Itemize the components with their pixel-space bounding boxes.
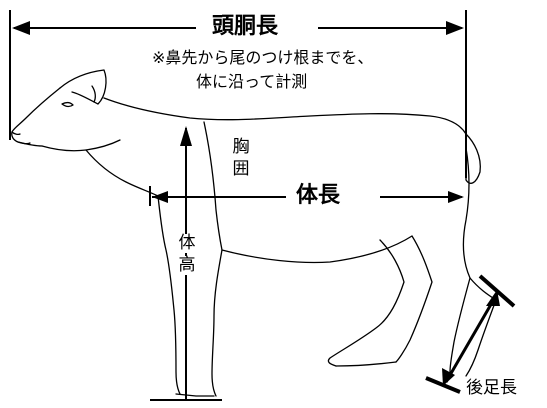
body-length-label: 体長 bbox=[292, 185, 345, 207]
chest-girth-label-1: 胸 bbox=[232, 137, 250, 157]
deer-outline bbox=[11, 69, 497, 397]
body-height-label-2: 高 bbox=[176, 256, 198, 275]
measurement-note-line2: 体に沿って計測 bbox=[196, 72, 308, 91]
measurement-lines bbox=[9, 10, 516, 401]
head-body-length-line bbox=[9, 10, 467, 178]
measurement-note-line1: ※鼻先から尾のつけ根までを、 bbox=[152, 48, 374, 67]
body-length-line bbox=[149, 186, 464, 206]
head-body-length-label: 頭胴長 bbox=[208, 16, 283, 38]
hind-foot-length-line bbox=[425, 274, 516, 394]
chest-girth-label-2: 囲 bbox=[232, 159, 250, 179]
hind-foot-length-label: 後足長 bbox=[466, 378, 517, 398]
body-height-label-1: 体 bbox=[176, 234, 198, 253]
